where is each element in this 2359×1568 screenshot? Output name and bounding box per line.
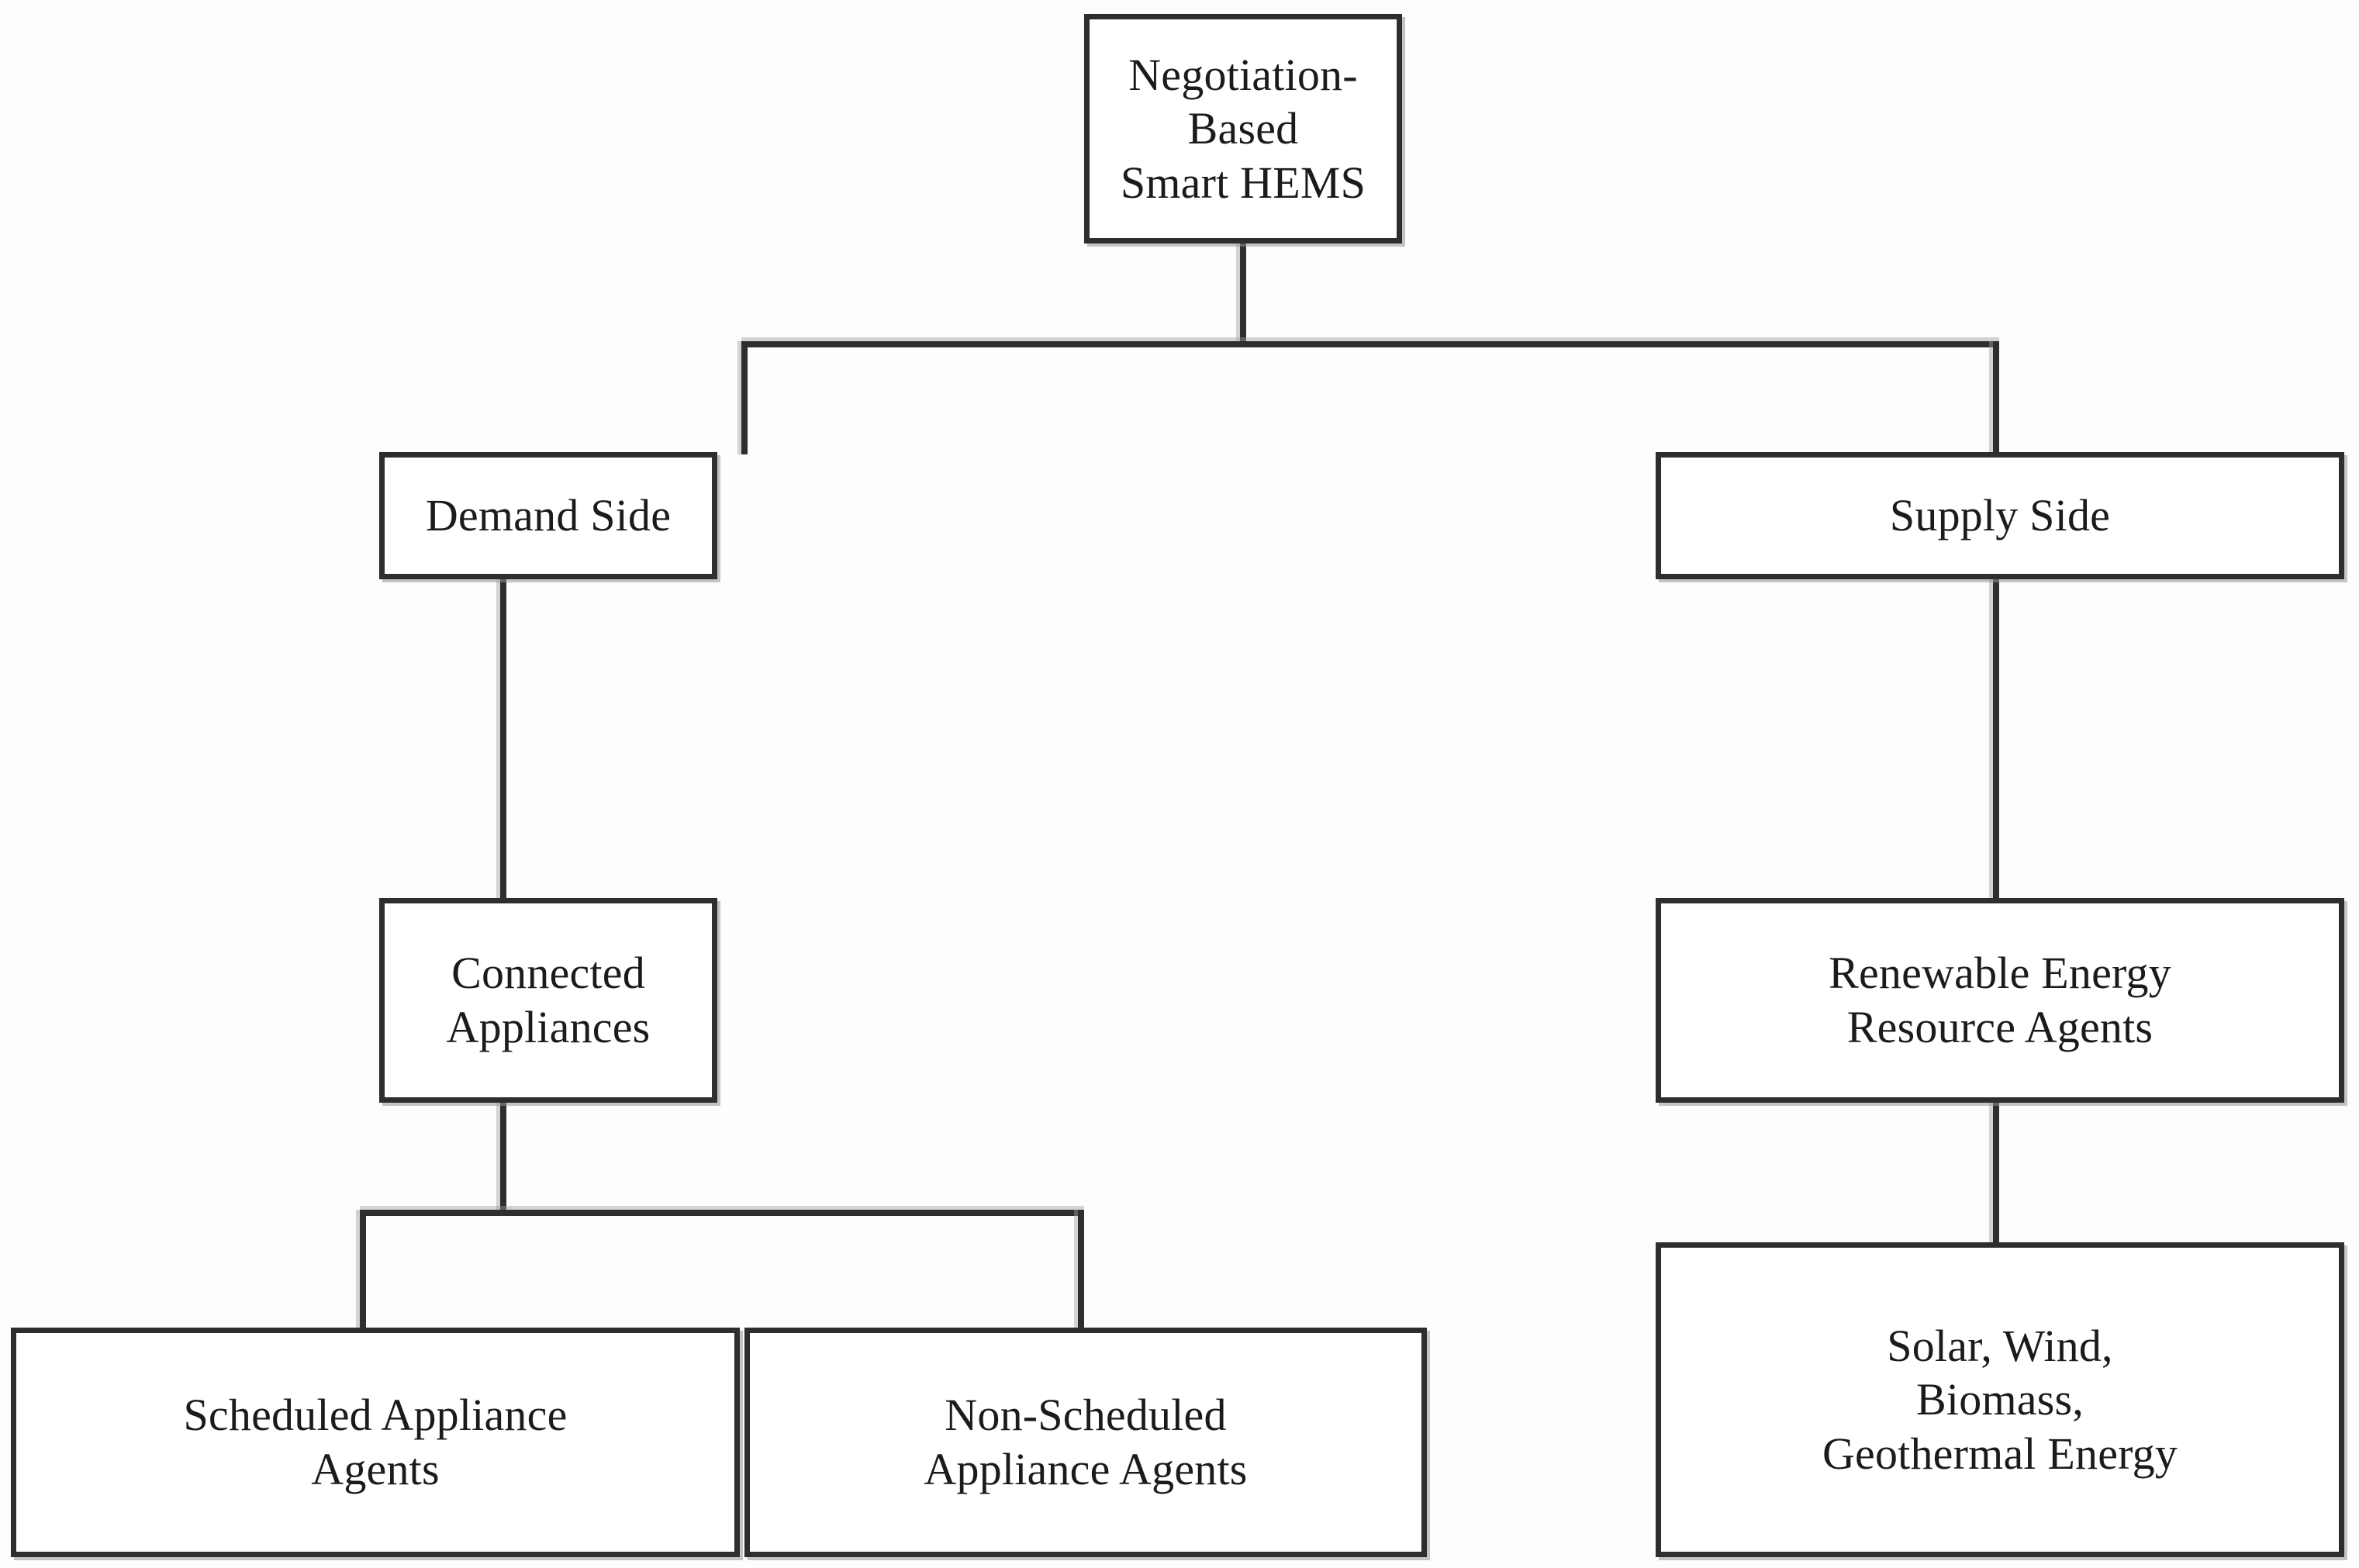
connector-demand-side-to-connected-appliances bbox=[496, 579, 506, 898]
connector-bus-to-demand-side bbox=[737, 341, 748, 454]
node-label: Renewable Energy Resource Agents bbox=[1829, 948, 2171, 1052]
connector-bus-to-non-scheduled-appliance-agents bbox=[1074, 1210, 1084, 1329]
node-negotiation-based-smart-hems[interactable]: Negotiation-Based Smart HEMS bbox=[1084, 14, 1402, 243]
node-demand-side[interactable]: Demand Side bbox=[379, 452, 717, 579]
connector-renewable-agents-to-sources bbox=[1989, 1101, 1999, 1245]
node-solar-wind-biomass-geothermal-energy[interactable]: Solar, Wind, Biomass, Geothermal Energy bbox=[1656, 1242, 2344, 1557]
connector-supply-side-to-renewable-agents bbox=[1989, 579, 1999, 898]
node-scheduled-appliance-agents[interactable]: Scheduled Appliance Agents bbox=[11, 1328, 740, 1557]
connector-bus-to-supply-side bbox=[1989, 341, 1999, 454]
connector-connected-appliances-stem bbox=[496, 1101, 506, 1214]
node-label: Negotiation-Based Smart HEMS bbox=[1120, 49, 1366, 208]
node-supply-side[interactable]: Supply Side bbox=[1656, 452, 2344, 579]
connector-bus-to-scheduled-appliance-agents bbox=[356, 1210, 366, 1329]
node-renewable-energy-resource-agents[interactable]: Renewable Energy Resource Agents bbox=[1656, 898, 2344, 1103]
node-label: Supply Side bbox=[1889, 490, 2111, 541]
connector-root-stem bbox=[1236, 242, 1246, 347]
node-label: Demand Side bbox=[425, 490, 672, 541]
node-label: Non-Scheduled Appliance Agents bbox=[924, 1390, 1248, 1494]
node-label: Connected Appliances bbox=[446, 948, 651, 1052]
node-label: Scheduled Appliance Agents bbox=[183, 1390, 568, 1494]
node-label: Solar, Wind, Biomass, Geothermal Energy bbox=[1822, 1320, 2178, 1479]
node-connected-appliances[interactable]: Connected Appliances bbox=[379, 898, 717, 1103]
connector-level3-bus bbox=[360, 1206, 1084, 1216]
connector-level1-bus bbox=[741, 337, 1999, 347]
node-non-scheduled-appliance-agents[interactable]: Non-Scheduled Appliance Agents bbox=[744, 1328, 1427, 1557]
